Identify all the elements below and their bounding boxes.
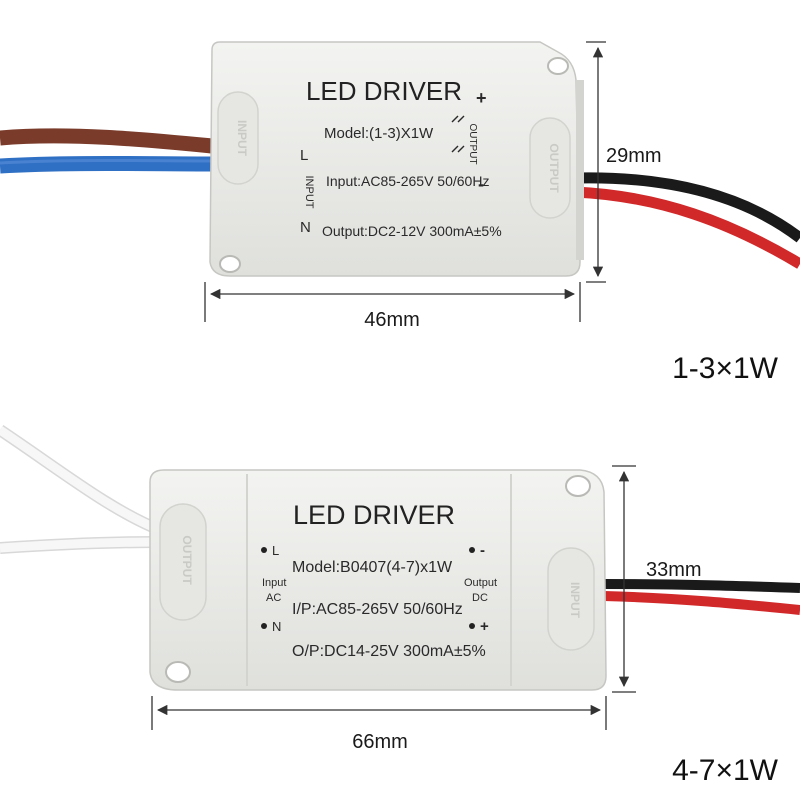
bottom-dimension-height: [612, 465, 636, 693]
top-pin-minus: -: [478, 174, 484, 194]
top-input-wires: [0, 128, 213, 174]
top-height-label: 29mm: [606, 145, 662, 167]
bottom-output-wires: [0, 425, 163, 554]
bottom-pin-minus: -: [480, 542, 485, 559]
top-pin-l: L: [300, 147, 308, 164]
top-mount-hole-left: [219, 255, 241, 273]
bottom-input-spec: I/P:AC85-265V 50/60Hz: [292, 601, 463, 618]
bottom-emboss-pad-right: [547, 547, 595, 651]
top-width-label: 46mm: [364, 309, 420, 331]
bottom-mount-hole-left: [165, 661, 191, 683]
top-output-side-label: OUTPUT: [467, 123, 478, 164]
black-wire: [574, 172, 800, 243]
bottom-title: LED DRIVER: [293, 500, 455, 530]
bottom-output-sub: DC: [472, 592, 488, 604]
brown-wire: [0, 128, 213, 154]
top-pin-n: N: [300, 219, 311, 236]
led-symbol-icon: [451, 115, 465, 153]
bottom-input-label: Input: [262, 577, 286, 589]
top-model: Model:(1-3)X1W: [324, 125, 434, 142]
bottom-variant-label: 4-7×1W: [672, 754, 779, 787]
red-wire: [603, 591, 800, 615]
bottom-dimension-width: [151, 696, 607, 730]
bottom-case-seam-left: [246, 474, 248, 686]
bottom-pin-n-dot: [261, 623, 267, 629]
bottom-emboss-left: OUTPUT: [180, 535, 194, 585]
top-emboss-left: INPUT: [235, 120, 249, 157]
top-driver: INPUT OUTPUT LED DRIVER Model:(1-3)X1W I…: [0, 41, 800, 385]
bottom-pin-minus-dot: [469, 547, 475, 553]
top-output-wires: [574, 172, 800, 269]
bottom-emboss-right: INPUT: [568, 582, 582, 619]
blue-wire: [0, 156, 213, 174]
bottom-pin-l: L: [272, 543, 279, 558]
bottom-input-sub: AC: [266, 592, 281, 604]
bottom-emboss-pad-left: [159, 503, 207, 621]
bottom-driver: OUTPUT INPUT LED DRIVER Model:B0407(4-7)…: [0, 425, 800, 787]
bottom-pin-n: N: [272, 619, 281, 634]
top-dimension-width: [204, 282, 581, 322]
top-dimension-height: [586, 41, 606, 283]
bottom-pin-plus: +: [480, 618, 489, 635]
top-emboss-pad-right: [529, 117, 571, 219]
bottom-case-seam-right: [510, 474, 512, 686]
top-input-spec: Input:AC85-265V 50/60Hz: [326, 173, 489, 189]
top-emboss-pad-left: [217, 91, 259, 185]
red-wire: [574, 186, 800, 269]
bottom-height-label: 33mm: [646, 559, 702, 581]
top-case-side: [576, 80, 584, 260]
top-input-side-label: INPUT: [303, 176, 315, 209]
bottom-width-label: 66mm: [352, 731, 408, 753]
bottom-output-spec: O/P:DC14-25V 300mA±5%: [292, 643, 486, 660]
top-mount-hole-right: [547, 57, 569, 75]
black-wire: [603, 579, 800, 593]
bottom-model: Model:B0407(4-7)x1W: [292, 559, 453, 576]
bottom-output-label: Output: [464, 577, 497, 589]
bottom-mount-hole-right: [565, 475, 591, 497]
bottom-pin-l-dot: [261, 547, 267, 553]
bottom-case: [149, 469, 607, 691]
bottom-input-wires: [603, 579, 800, 615]
top-emboss-right: OUTPUT: [547, 143, 561, 193]
top-variant-label: 1-3×1W: [672, 352, 779, 385]
top-pin-plus: +: [476, 88, 487, 108]
top-output-spec: Output:DC2-12V 300mA±5%: [322, 223, 502, 239]
top-title: LED DRIVER: [306, 76, 462, 106]
bottom-pin-plus-dot: [469, 623, 475, 629]
